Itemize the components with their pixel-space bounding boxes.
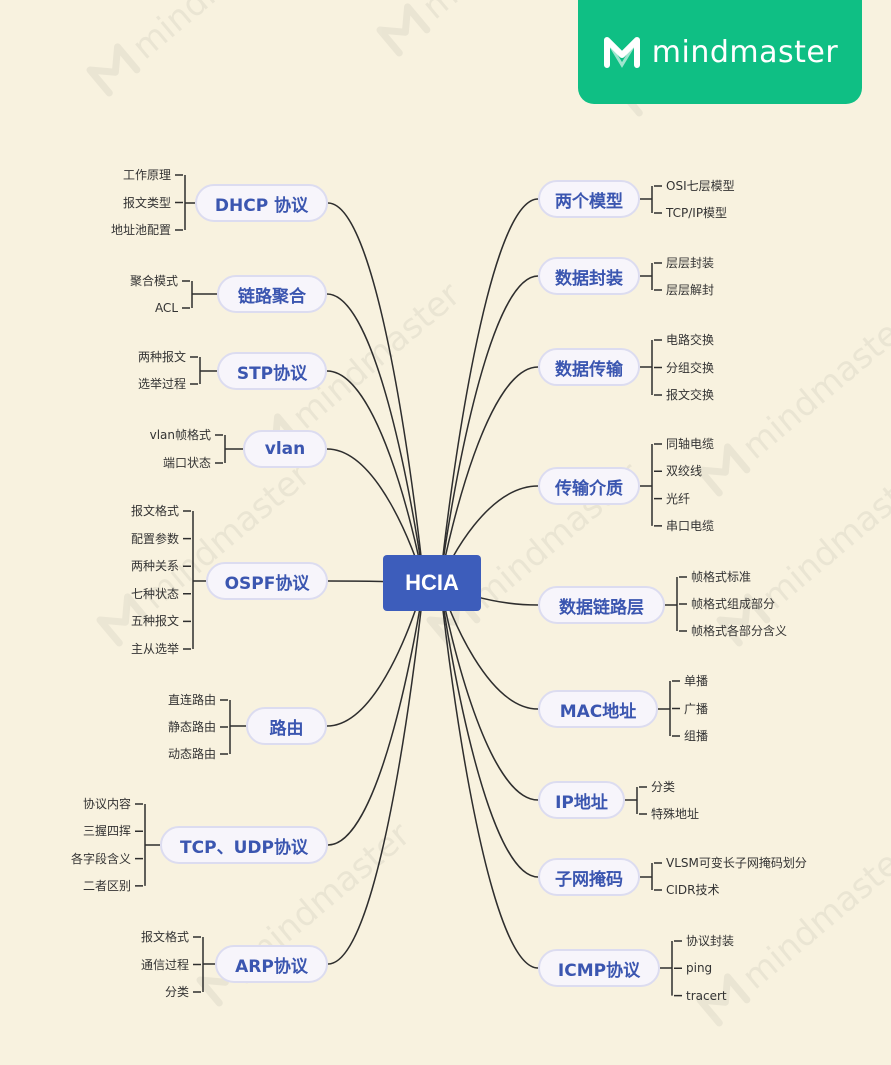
left-subtopic[interactable]: 选举过程 xyxy=(137,377,186,391)
root-topic[interactable]: HCIA xyxy=(383,555,481,611)
left-subtopic[interactable]: 动态路由 xyxy=(167,747,216,761)
right-subtopic[interactable]: tracert xyxy=(686,988,727,1003)
right-subtopic-bracket xyxy=(665,576,687,632)
right-subtopic[interactable]: 层层解封 xyxy=(666,283,715,297)
left-branch-topic[interactable]: OSPF协议 xyxy=(206,562,328,600)
right-branch-connector xyxy=(439,582,539,878)
right-subtopic-bracket xyxy=(640,443,662,527)
right-branch-topic[interactable]: MAC地址 xyxy=(538,690,658,728)
right-subtopic[interactable]: 单播 xyxy=(684,674,709,688)
left-branch-topic[interactable]: ARP协议 xyxy=(215,945,328,983)
left-subtopic[interactable]: 七种状态 xyxy=(130,586,179,601)
brand-name: mindmaster xyxy=(651,34,839,70)
left-branch-topic[interactable]: DHCP 协议 xyxy=(195,184,328,222)
left-branch-topic[interactable]: 链路聚合 xyxy=(217,275,327,313)
right-subtopic-bracket xyxy=(660,940,682,997)
right-subtopic[interactable]: 同轴电缆 xyxy=(666,437,715,451)
right-branch-topic[interactable]: 传输介质 xyxy=(538,467,640,505)
right-branch-topic[interactable]: ICMP协议 xyxy=(538,949,660,987)
left-subtopic[interactable]: 二者区别 xyxy=(82,878,131,893)
right-branch-connector xyxy=(439,366,539,584)
left-subtopic[interactable]: 端口状态 xyxy=(162,456,211,470)
right-subtopic-bracket xyxy=(640,862,662,891)
right-subtopic[interactable]: 层层封装 xyxy=(666,256,715,270)
left-branch-topic[interactable]: TCP、UDP协议 xyxy=(160,826,328,864)
left-subtopic[interactable]: 三握四挥 xyxy=(82,824,131,839)
right-subtopic[interactable]: 电路交换 xyxy=(666,333,715,347)
mindmaster-logo-icon xyxy=(603,37,640,68)
right-branch-connector xyxy=(439,275,539,584)
right-subtopic[interactable]: VLSM可变长子网掩码划分 xyxy=(666,856,807,870)
right-branch-connector xyxy=(439,198,539,584)
right-branch-topic[interactable]: 两个模型 xyxy=(538,180,640,218)
right-subtopic[interactable]: 分类 xyxy=(651,780,676,794)
mindmaster-logo: mindmaster xyxy=(578,0,862,104)
right-subtopic[interactable]: 广播 xyxy=(684,701,709,716)
right-subtopic-bracket xyxy=(658,680,680,737)
right-subtopic[interactable]: 双绞线 xyxy=(666,464,703,479)
right-branch-topic[interactable]: IP地址 xyxy=(538,781,625,819)
left-branch-connector xyxy=(326,293,425,584)
right-subtopic[interactable]: 帧格式各部分含义 xyxy=(691,624,788,638)
left-branch-topic[interactable]: vlan xyxy=(243,430,327,468)
left-subtopic-bracket xyxy=(183,510,206,650)
left-branch-connector xyxy=(327,582,425,846)
right-subtopic[interactable]: 帧格式标准 xyxy=(691,570,752,584)
right-subtopic[interactable]: 报文交换 xyxy=(666,388,715,402)
left-subtopic-bracket xyxy=(190,356,217,385)
left-subtopic[interactable]: 工作原理 xyxy=(122,168,171,182)
left-subtopic[interactable]: 两种报文 xyxy=(137,350,186,364)
left-subtopic[interactable]: ACL xyxy=(154,301,178,315)
right-subtopic[interactable]: 分组交换 xyxy=(666,360,715,375)
right-subtopic[interactable]: CIDR技术 xyxy=(666,883,720,897)
left-subtopic-bracket xyxy=(193,936,215,993)
left-branch-topic[interactable]: 路由 xyxy=(246,707,327,745)
right-branch-topic[interactable]: 数据链路层 xyxy=(538,586,665,624)
left-branch-topic[interactable]: STP协议 xyxy=(217,352,327,390)
right-subtopic[interactable]: 特殊地址 xyxy=(651,807,700,821)
right-branch-connector xyxy=(439,582,539,801)
left-subtopic[interactable]: 报文格式 xyxy=(140,930,189,944)
right-branch-topic[interactable]: 子网掩码 xyxy=(538,858,640,896)
right-branch-topic[interactable]: 数据封装 xyxy=(538,257,640,295)
left-subtopic[interactable]: 协议内容 xyxy=(82,797,131,811)
left-branch-connector xyxy=(326,370,425,584)
left-subtopic[interactable]: 静态路由 xyxy=(167,720,216,734)
right-subtopic[interactable]: 组播 xyxy=(684,729,709,743)
left-subtopic[interactable]: 直连路由 xyxy=(167,693,216,707)
right-subtopic[interactable]: OSI七层模型 xyxy=(666,179,735,193)
right-subtopic[interactable]: 协议封装 xyxy=(686,934,735,948)
right-subtopic-bracket xyxy=(640,185,662,214)
left-subtopic-bracket xyxy=(182,280,217,309)
left-subtopic-bracket xyxy=(220,699,246,755)
left-subtopic-bracket xyxy=(175,174,195,231)
left-subtopic[interactable]: 配置参数 xyxy=(130,531,179,546)
left-subtopic[interactable]: 两种关系 xyxy=(130,559,179,574)
left-subtopic[interactable]: 分类 xyxy=(164,985,189,999)
left-subtopic-bracket xyxy=(135,803,160,887)
left-subtopic[interactable]: 通信过程 xyxy=(140,957,189,972)
right-subtopic-bracket xyxy=(625,786,647,815)
left-subtopic[interactable]: 五种报文 xyxy=(130,614,179,629)
right-subtopic[interactable]: TCP/IP模型 xyxy=(666,206,728,220)
left-branch-connector xyxy=(327,202,425,584)
right-branch-connector xyxy=(439,582,539,969)
right-subtopic[interactable]: 光纤 xyxy=(666,491,691,506)
right-subtopic-bracket xyxy=(640,339,662,396)
left-subtopic[interactable]: 地址池配置 xyxy=(110,223,171,237)
left-subtopic[interactable]: 报文格式 xyxy=(130,504,179,518)
left-subtopic[interactable]: vlan帧格式 xyxy=(149,428,211,442)
left-subtopic[interactable]: 报文类型 xyxy=(122,195,171,210)
right-subtopic[interactable]: ping xyxy=(686,961,713,976)
left-subtopic-bracket xyxy=(215,434,243,464)
right-subtopic-bracket xyxy=(640,262,662,291)
right-subtopic[interactable]: 帧格式组成部分 xyxy=(691,597,776,611)
right-branch-topic[interactable]: 数据传输 xyxy=(538,348,640,386)
left-subtopic[interactable]: 各字段含义 xyxy=(70,851,131,866)
left-subtopic[interactable]: 聚合模式 xyxy=(129,274,178,288)
left-branch-connector xyxy=(327,582,425,965)
right-subtopic[interactable]: 串口电缆 xyxy=(666,518,715,533)
left-subtopic[interactable]: 主从选举 xyxy=(130,642,179,656)
